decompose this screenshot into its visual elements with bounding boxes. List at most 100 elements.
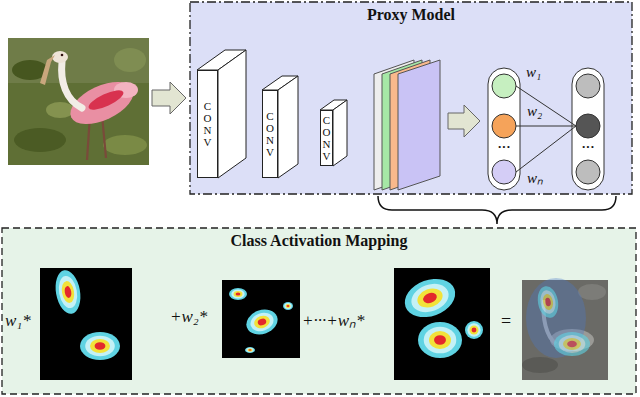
activation-blob <box>56 274 79 309</box>
activation-blob <box>535 285 560 320</box>
bird-photo <box>61 54 64 57</box>
fc-layer <box>516 126 576 172</box>
activation-blob <box>231 290 244 299</box>
bird-photo <box>8 38 149 165</box>
activation-blob <box>245 347 255 353</box>
activation-blob <box>467 323 480 336</box>
fc-layer <box>492 114 516 138</box>
weight-label: wₙ <box>527 170 543 187</box>
activation-blob <box>248 310 276 335</box>
fc-layer <box>576 74 600 98</box>
panel-title: Class Activation Mapping <box>2 232 636 250</box>
result-overlay <box>578 284 606 300</box>
bird-photo <box>86 87 126 114</box>
activation-blobs <box>52 268 590 360</box>
fc-layer <box>516 86 576 126</box>
cam-panel: Class Activation Mapping <box>2 228 636 394</box>
activation-blob <box>248 349 253 352</box>
activation-blob <box>286 304 291 308</box>
bird-photo <box>102 115 106 158</box>
activation-blob <box>554 332 590 356</box>
conv-layer: CONV <box>320 110 333 166</box>
brace <box>378 196 616 224</box>
activation-blob <box>422 291 439 305</box>
activation-blob <box>236 292 241 295</box>
activation-blob <box>234 291 243 297</box>
result-overlay <box>522 357 558 373</box>
activation-blob <box>563 338 581 350</box>
activation-blob <box>429 331 451 349</box>
activation-blob <box>399 272 460 324</box>
heatmap <box>222 280 300 358</box>
layer-name: CONV <box>321 114 332 162</box>
activation-blob <box>90 339 110 353</box>
activation-blob <box>283 302 293 310</box>
activation-blob <box>399 272 460 324</box>
activation-blob <box>542 293 555 310</box>
heatmap <box>40 268 490 380</box>
sum-term: +···+wₙ* <box>302 312 365 331</box>
activation-blob <box>80 332 120 360</box>
activation-blob <box>245 347 255 353</box>
conv-prism <box>333 100 347 166</box>
model-panel: Proxy ModelCONV CONV CONV <box>190 2 632 194</box>
layer-name: CONV <box>265 110 276 158</box>
activation-blob <box>283 302 293 310</box>
activation-blob <box>252 314 271 331</box>
activation-blob <box>64 286 72 299</box>
activation-blob <box>559 335 586 353</box>
result-overlay <box>522 278 608 380</box>
panel-title: Proxy Model <box>190 6 632 24</box>
activation-blob <box>567 341 577 347</box>
equals-sign: = <box>501 312 511 332</box>
panel-backgrounds <box>2 2 636 394</box>
bird-photo <box>103 135 147 155</box>
activation-blob <box>545 297 552 306</box>
conv-prism <box>197 50 347 178</box>
activation-blob <box>554 332 590 356</box>
fc-layer <box>576 114 600 138</box>
activation-blob <box>246 348 253 352</box>
activation-blob <box>52 268 83 315</box>
activation-blob <box>465 321 483 339</box>
weight-label: w₂ <box>527 103 542 120</box>
activation-blob <box>60 280 76 304</box>
fc-layer <box>492 160 516 184</box>
conv-layer: CONV <box>262 90 278 178</box>
activation-blob <box>418 322 462 358</box>
bird-photo <box>14 128 66 152</box>
activation-blob <box>418 322 462 358</box>
activation-blob <box>407 279 452 317</box>
activation-blob <box>52 268 83 315</box>
fc-layer <box>572 68 604 190</box>
feature-maps <box>374 60 440 190</box>
activation-blob <box>284 303 291 309</box>
activation-blob <box>229 288 247 300</box>
conv-layer: CONV <box>197 70 218 178</box>
activation-blob <box>249 349 252 351</box>
heatmap <box>394 268 490 380</box>
feature-maps <box>398 60 440 190</box>
layer-name: CONV <box>202 100 213 148</box>
bird-photo <box>40 55 55 85</box>
activation-blob <box>243 305 281 338</box>
activation-blob <box>85 336 115 357</box>
ellipsis: ··· <box>581 140 594 154</box>
activation-blob <box>80 332 120 360</box>
activation-blob <box>257 317 267 326</box>
fc-layer <box>576 160 600 184</box>
activation-blob <box>434 335 446 345</box>
fc-layer <box>488 68 604 190</box>
activation-blob <box>424 327 457 354</box>
activation-blob <box>287 305 290 307</box>
activation-blob <box>95 342 106 350</box>
panel-outline <box>190 2 632 194</box>
heatmap <box>40 268 132 380</box>
activation-blob <box>539 289 558 315</box>
bird-photo <box>62 62 82 108</box>
sum-term: w₁* <box>5 312 31 331</box>
flow-arrow <box>448 105 480 137</box>
bird-photo <box>46 102 74 118</box>
